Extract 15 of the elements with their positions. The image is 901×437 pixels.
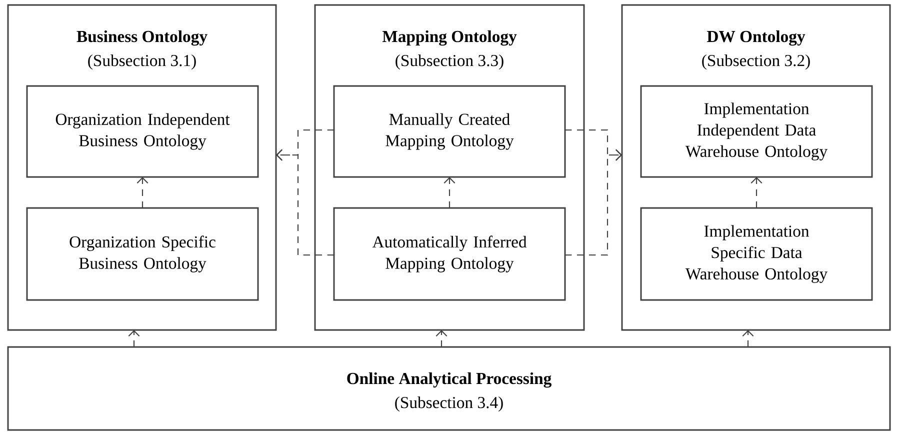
arrow xyxy=(128,330,140,347)
ontology-box: Manually Created Mapping Ontology xyxy=(333,85,566,178)
arrow xyxy=(444,177,456,208)
ontology-box: Implementation Specific Data Warehouse Ontology xyxy=(640,207,873,301)
arrow xyxy=(565,149,622,256)
arrow xyxy=(742,330,754,347)
processing-box: Online Analytical Processing (Subsection 3.4) xyxy=(7,346,891,431)
ontology-box: Automatically Inferred Mapping Ontology xyxy=(333,207,566,301)
ontology-box: Organization Specific Business Ontology xyxy=(26,207,259,301)
arrow xyxy=(136,177,148,208)
ontology-box: Implementation Independent Data Warehouse Ontology xyxy=(640,85,873,178)
arrow xyxy=(750,177,762,208)
arrow xyxy=(436,330,448,347)
arrow xyxy=(276,149,334,256)
ontology-box: Organization Independent Business Ontology xyxy=(26,85,259,178)
